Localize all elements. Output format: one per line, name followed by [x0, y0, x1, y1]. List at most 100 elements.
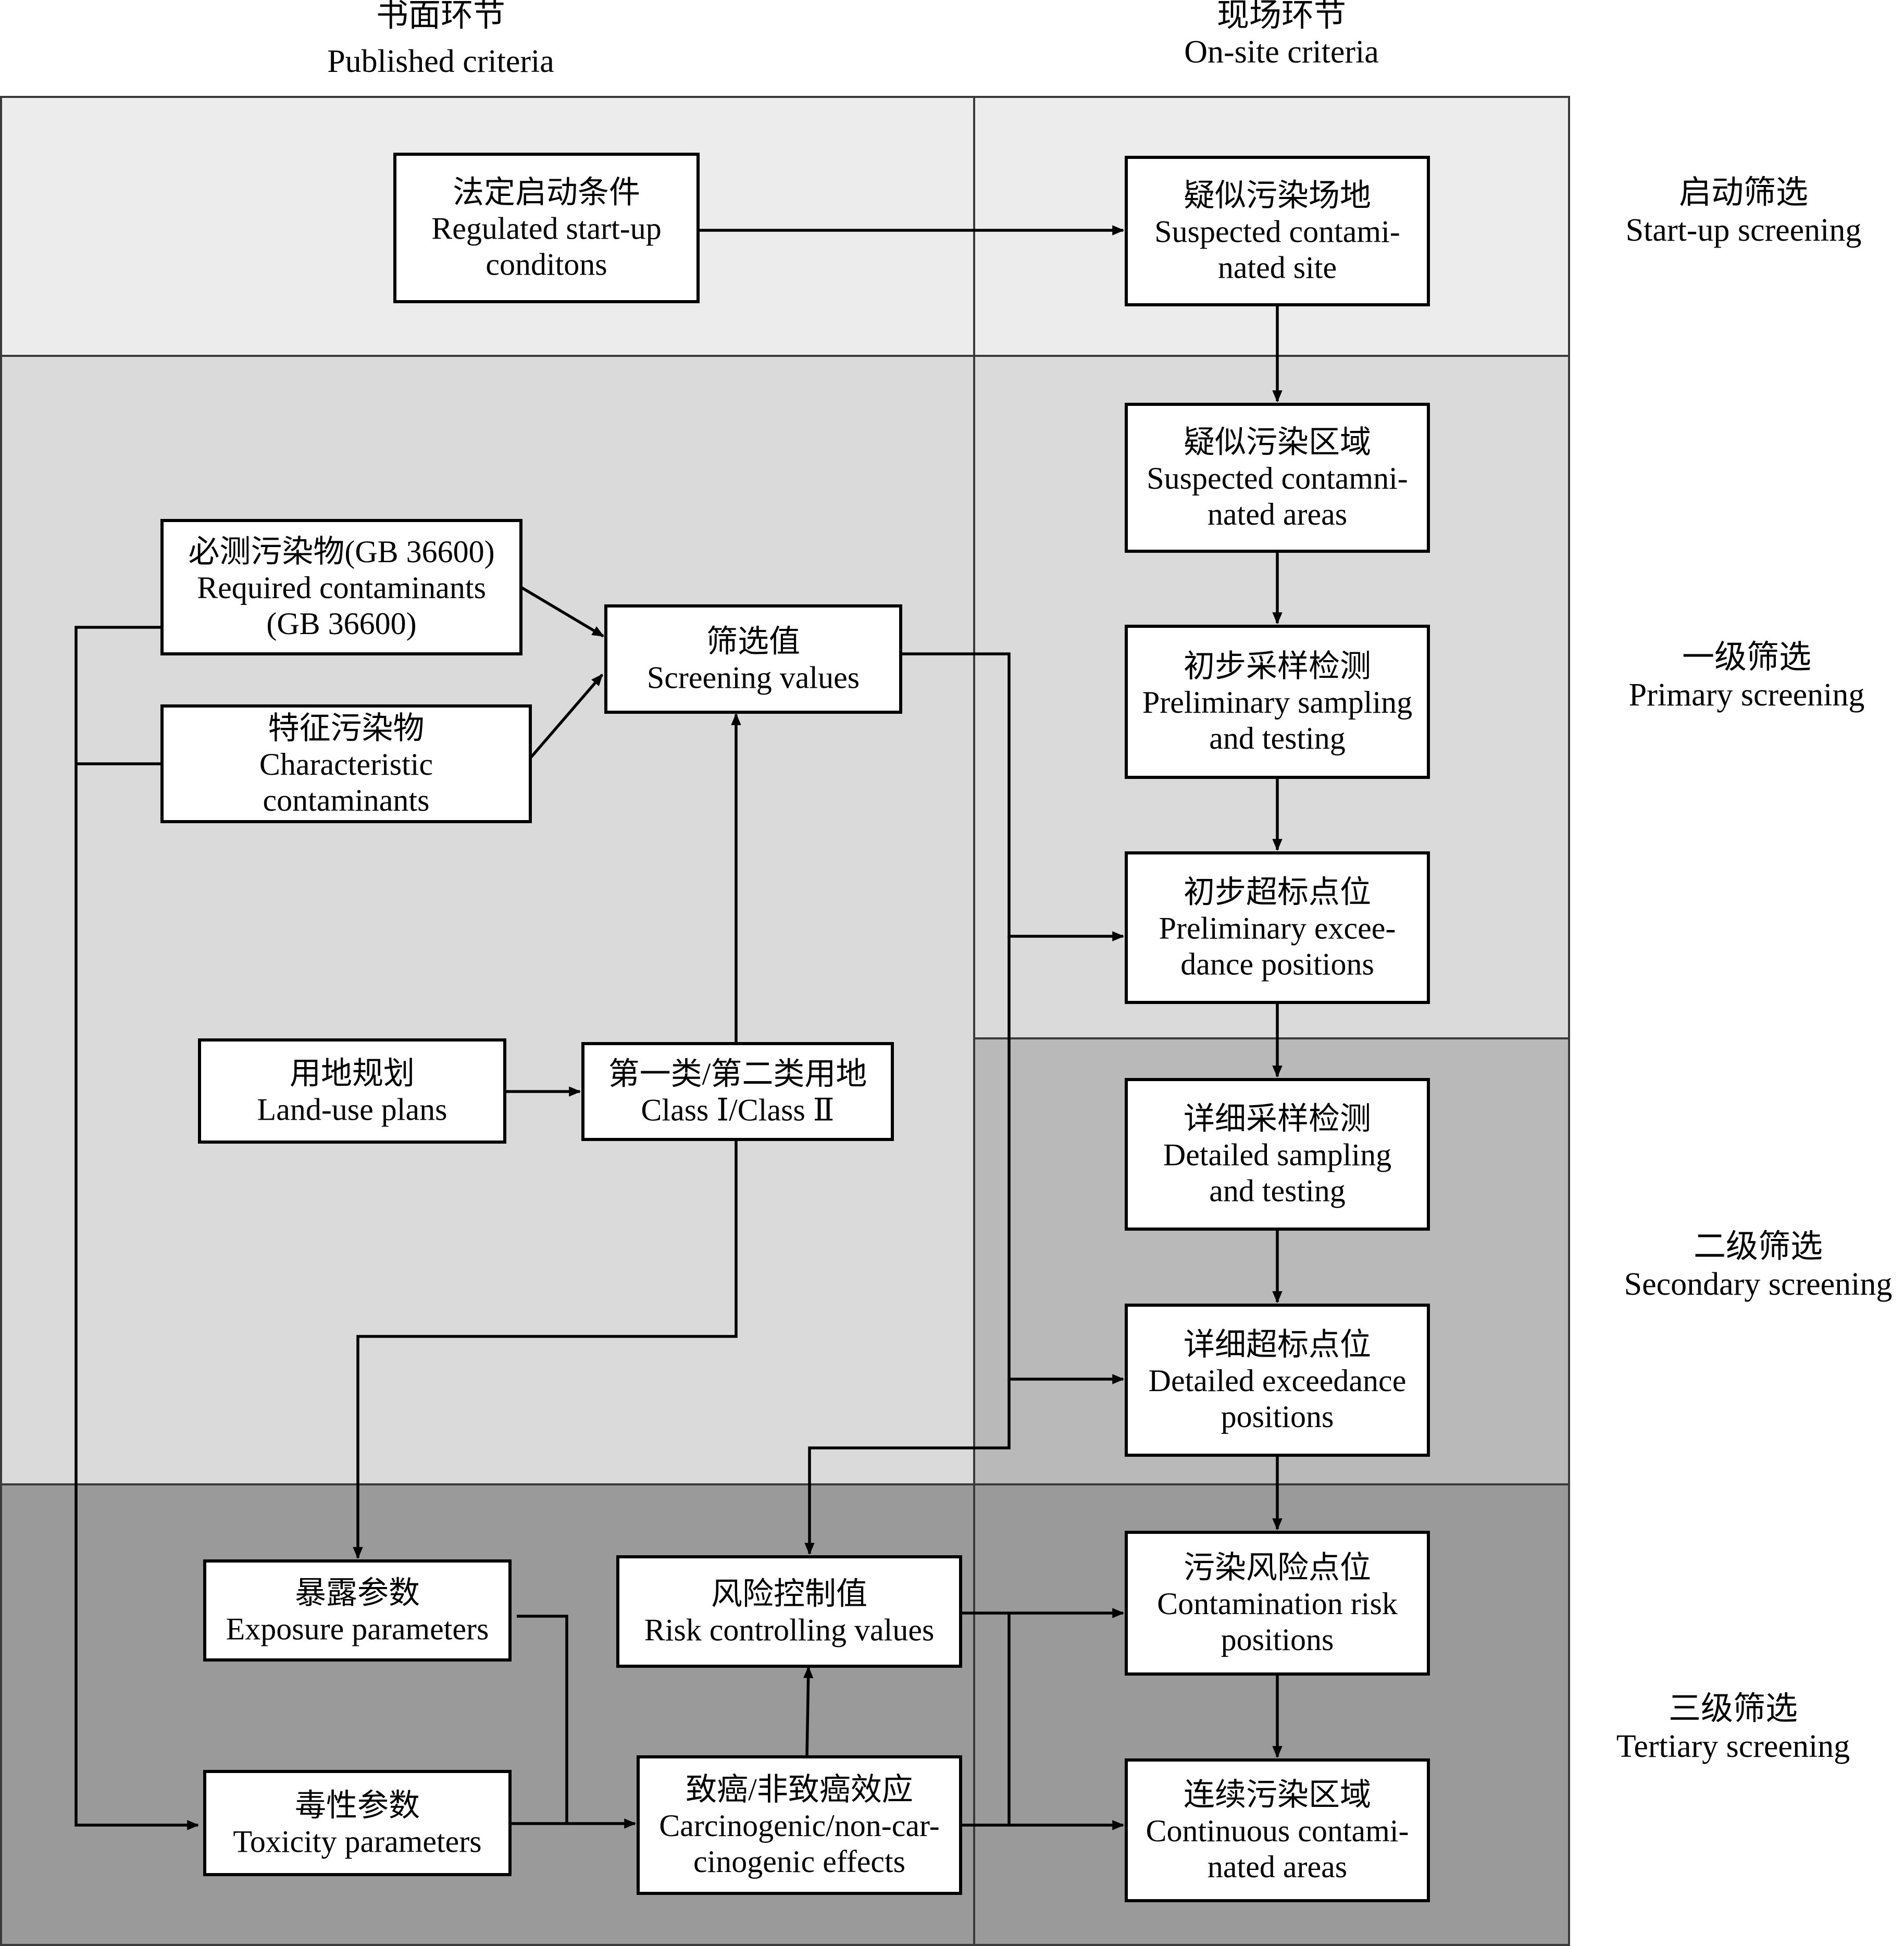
stage-label-primary: 一级筛选 Primary screening [1629, 640, 1865, 713]
box-suspected-site-line-2: Suspected contami- [1154, 215, 1400, 249]
box-land-class-line-1: 第一类/第二类用地 [608, 1057, 867, 1092]
box-toxicity-parameters-line-2: Toxicity parameters [233, 1825, 481, 1859]
box-suspected-site-line-3: nated site [1218, 251, 1337, 285]
stage-label-startup-zh: 启动筛选 [1679, 175, 1808, 210]
column-header-onsite: 现场环节 On-site criteria [1184, 0, 1379, 70]
box-regulated-startup-frame [393, 153, 700, 303]
box-regulated-startup-line-1: 法定启动条件 [453, 176, 640, 210]
box-detailed-sampling-frame [1125, 1078, 1430, 1231]
box-regulated-startup-line-2: Regulated start-up [431, 212, 662, 246]
box-land-use-plans-frame [198, 1038, 506, 1144]
box-suspected-areas-line-3: nated areas [1208, 497, 1347, 531]
box-toxicity-parameters-line-1: 毒性参数 [295, 1789, 420, 1823]
box-exposure-parameters-line-1: 暴露参数 [295, 1576, 420, 1610]
column-header-onsite-zh: 现场环节 [1217, 0, 1346, 33]
box-risk-controlling-values-frame [616, 1555, 962, 1668]
box-contamination-risk-line-3: positions [1221, 1622, 1334, 1657]
box-screening-values-line-1: 筛选值 [706, 625, 800, 659]
arrow-class-to-exposure [353, 1139, 738, 1559]
box-detailed-exceedance-line-2: Detailed exceedance [1149, 1364, 1407, 1398]
box-suspected-areas-frame [1125, 403, 1430, 553]
connectors [74, 225, 1283, 1830]
box-detailed-sampling-line-1: 详细采样检测 [1184, 1102, 1371, 1136]
box-continuous-areas-line-2: Continuous contami- [1146, 1814, 1409, 1848]
box-preliminary-sampling-frame [1125, 625, 1430, 779]
box-exposure-parameters-frame [203, 1559, 512, 1662]
column-header-onsite-en: On-site criteria [1184, 34, 1379, 70]
box-screening-values-frame [604, 604, 902, 714]
column-header-published: 书面环节 Published criteria [327, 0, 554, 79]
box-continuous-areas-line-3: nated areas [1208, 1850, 1347, 1884]
box-carcinogenic-effects-line-2: Carcinogenic/non-car- [659, 1808, 940, 1843]
arrow-screening-to-prelim-exceedance [901, 652, 1125, 941]
stage-label-startup: 启动筛选 Start-up screening [1626, 175, 1862, 248]
box-suspected-site-frame [1125, 156, 1430, 306]
stage-label-secondary-zh: 二级筛选 [1694, 1229, 1823, 1265]
arrow-screening-to-risk-values [804, 1379, 1011, 1555]
stage-label-startup-en: Start-up screening [1626, 213, 1862, 248]
box-contamination-risk-frame [1125, 1531, 1430, 1676]
box-suspected-areas-line-2: Suspected contamni- [1147, 461, 1408, 495]
box-detailed-sampling-line-3: and testing [1209, 1174, 1346, 1208]
column-header-published-en: Published criteria [327, 44, 554, 79]
box-detailed-exceedance-frame [1125, 1304, 1430, 1457]
box-exposure-parameters-line-2: Exposure parameters [226, 1612, 489, 1646]
box-characteristic-contaminants-line-3: contaminants [263, 783, 430, 817]
stage-label-secondary: 二级筛选 Secondary screening [1624, 1229, 1893, 1302]
box-required-contaminants-frame [160, 519, 522, 655]
box-preliminary-exceedance-frame [1125, 851, 1430, 1004]
box-preliminary-exceedance-line-1: 初步超标点位 [1184, 875, 1371, 910]
box-carcinogenic-effects-line-3: cinogenic effects [693, 1844, 905, 1879]
box-screening-values-line-2: Screening values [647, 661, 860, 695]
box-continuous-areas-frame [1125, 1758, 1430, 1902]
box-detailed-exceedance-line-1: 详细超标点位 [1184, 1328, 1371, 1362]
box-regulated-startup-line-3: conditons [486, 247, 607, 282]
stage-label-primary-en: Primary screening [1629, 677, 1865, 713]
box-preliminary-sampling-line-1: 初步采样检测 [1184, 649, 1371, 684]
box-carcinogenic-effects-line-1: 致癌/非致癌效应 [686, 1773, 913, 1807]
stage-label-tertiary-en: Tertiary screening [1616, 1729, 1850, 1764]
line-exposure-to-effects [517, 1615, 568, 1824]
box-contamination-risk-line-1: 污染风险点位 [1184, 1551, 1371, 1585]
arrow-effects-to-risk-values [803, 1666, 814, 1757]
box-carcinogenic-effects-frame [637, 1755, 962, 1895]
box-suspected-site-line-1: 疑似污染场地 [1184, 179, 1371, 213]
box-land-class-frame [581, 1042, 894, 1141]
box-characteristic-contaminants-line-2: Characteristic [259, 747, 433, 782]
box-required-contaminants: 必测污染物(GB 36600)Required contaminants(GB … [160, 519, 522, 655]
box-risk-controlling-values-line-1: 风险控制值 [711, 1577, 867, 1612]
box-land-use-plans-line-2: Land-use plans [257, 1093, 447, 1127]
box-contamination-risk-line-2: Contamination risk [1157, 1586, 1398, 1621]
stage-label-tertiary-zh: 三级筛选 [1669, 1691, 1798, 1727]
box-preliminary-exceedance-line-3: dance positions [1180, 947, 1374, 982]
box-required-contaminants-line-1: 必测污染物(GB 36600) [188, 535, 494, 569]
stage-label-tertiary: 三级筛选 Tertiary screening [1616, 1691, 1850, 1764]
box-detailed-exceedance-line-3: positions [1221, 1399, 1334, 1434]
box-characteristic-contaminants-line-1: 特征污染物 [268, 711, 425, 746]
box-preliminary-exceedance-line-2: Preliminary excee- [1159, 911, 1396, 946]
box-preliminary-sampling-line-3: and testing [1209, 721, 1346, 755]
box-risk-controlling-values-line-2: Risk controlling values [644, 1613, 935, 1647]
stage-label-primary-zh: 一级筛选 [1682, 640, 1811, 675]
box-continuous-areas-line-1: 连续污染区域 [1184, 1778, 1371, 1812]
box-land-use-plans-line-1: 用地规划 [290, 1057, 415, 1091]
box-toxicity-parameters-frame [203, 1770, 512, 1876]
